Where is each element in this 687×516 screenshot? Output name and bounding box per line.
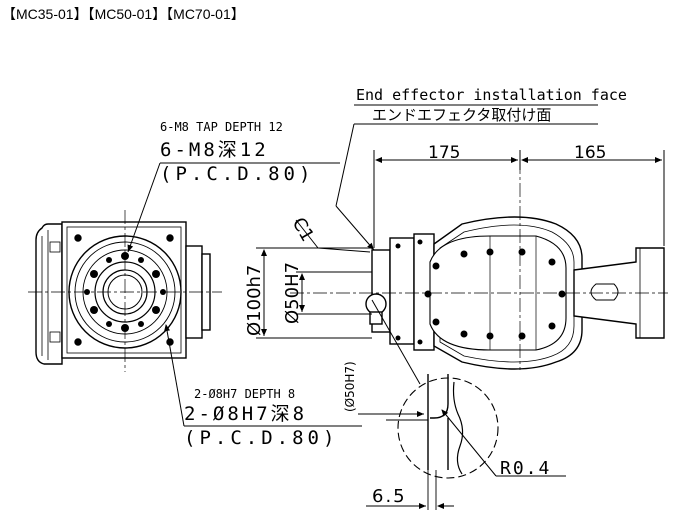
front-view	[35, 221, 211, 365]
face-label-en: End effector installation face	[356, 86, 627, 104]
dim-d50-detail: (Ø50H7)	[343, 361, 357, 412]
dim-d100: Ø100h7	[244, 265, 265, 336]
dim-c1: C1	[288, 214, 318, 245]
front-leaders	[127, 162, 362, 427]
tap-label-jp: 6-M8深12	[160, 139, 269, 161]
pin-label-pcd: (P.C.D.80)	[184, 427, 338, 449]
side-centerline	[290, 160, 668, 370]
page-title: 【MC35-01】【MC50-01】【MC70-01】	[2, 6, 245, 22]
dim-65: 6.5	[372, 486, 407, 507]
tap-label-pcd: (P.C.D.80)	[160, 163, 314, 185]
pin-label-jp: 2-Ø8H7深8	[184, 403, 307, 425]
pin-label-en: 2-Ø8H7 DEPTH 8	[194, 387, 295, 401]
dim-175: 175	[428, 143, 460, 163]
face-label-jp: エンドエフェクタ取付け面	[372, 106, 551, 124]
dim-d50: Ø50H7	[282, 262, 303, 324]
dim-165: 165	[574, 143, 606, 163]
side-dimensions	[256, 104, 665, 421]
front-centerlines	[28, 210, 222, 372]
dim-r04: R0.4	[500, 458, 551, 479]
tap-label-en: 6-M8 TAP DEPTH 12	[160, 120, 283, 134]
detail-view	[366, 374, 566, 510]
